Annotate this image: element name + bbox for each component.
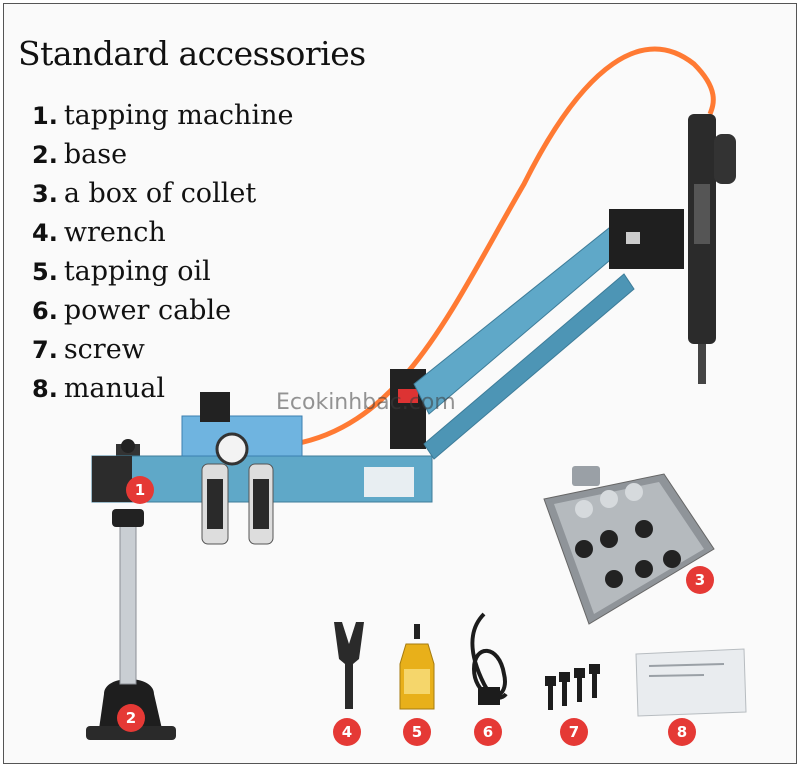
item-number: 7. <box>32 336 58 364</box>
item-number: 2. <box>32 141 58 169</box>
badge-6: 6 <box>474 718 502 746</box>
head-block <box>609 209 684 269</box>
page-title: Standard accessories <box>18 34 366 73</box>
collet-box <box>543 466 715 625</box>
power-cable <box>470 612 508 705</box>
item-number: 5. <box>32 258 58 286</box>
item-number: 8. <box>32 375 58 403</box>
screws <box>545 664 600 710</box>
wrench-shape <box>334 622 364 709</box>
item-label: tapping oil <box>63 256 211 287</box>
product-illustration <box>86 46 747 740</box>
base-column <box>119 518 137 685</box>
item-number: 6. <box>32 297 58 325</box>
item-number: 1. <box>32 102 58 130</box>
item-number: 4. <box>32 219 58 247</box>
accessory-list: 1.tapping machine 2.base 3.a box of coll… <box>32 96 293 408</box>
item-label: wrench <box>63 217 166 248</box>
item-label: power cable <box>63 295 232 326</box>
oil-bottle <box>399 624 435 710</box>
item-label: tapping machine <box>63 100 294 131</box>
list-item: 5.tapping oil <box>32 252 293 291</box>
badge-4: 4 <box>333 718 361 746</box>
watermark: Ecokinhbac.com <box>276 390 456 415</box>
list-item: 3.a box of collet <box>32 174 293 213</box>
item-label: base <box>63 139 128 170</box>
manual-sheet <box>635 648 747 717</box>
list-item: 4.wrench <box>32 213 293 252</box>
list-item: 1.tapping machine <box>32 96 293 135</box>
badge-5: 5 <box>403 718 431 746</box>
list-item: 7.screw <box>32 330 293 369</box>
list-item: 2.base <box>32 135 293 174</box>
list-item: 6.power cable <box>32 291 293 330</box>
list-item: 8.manual <box>32 369 293 408</box>
item-number: 3. <box>32 180 58 208</box>
item-label: screw <box>63 334 145 365</box>
badge-2: 2 <box>117 704 145 732</box>
badge-3: 3 <box>686 566 714 594</box>
product-photo-frame: Standard accessories 1.tapping machine 2… <box>3 3 797 764</box>
badge-8: 8 <box>668 718 696 746</box>
badge-1: 1 <box>126 476 154 504</box>
item-label: manual <box>63 373 166 404</box>
item-label: a box of collet <box>63 178 257 209</box>
badge-7: 7 <box>560 718 588 746</box>
